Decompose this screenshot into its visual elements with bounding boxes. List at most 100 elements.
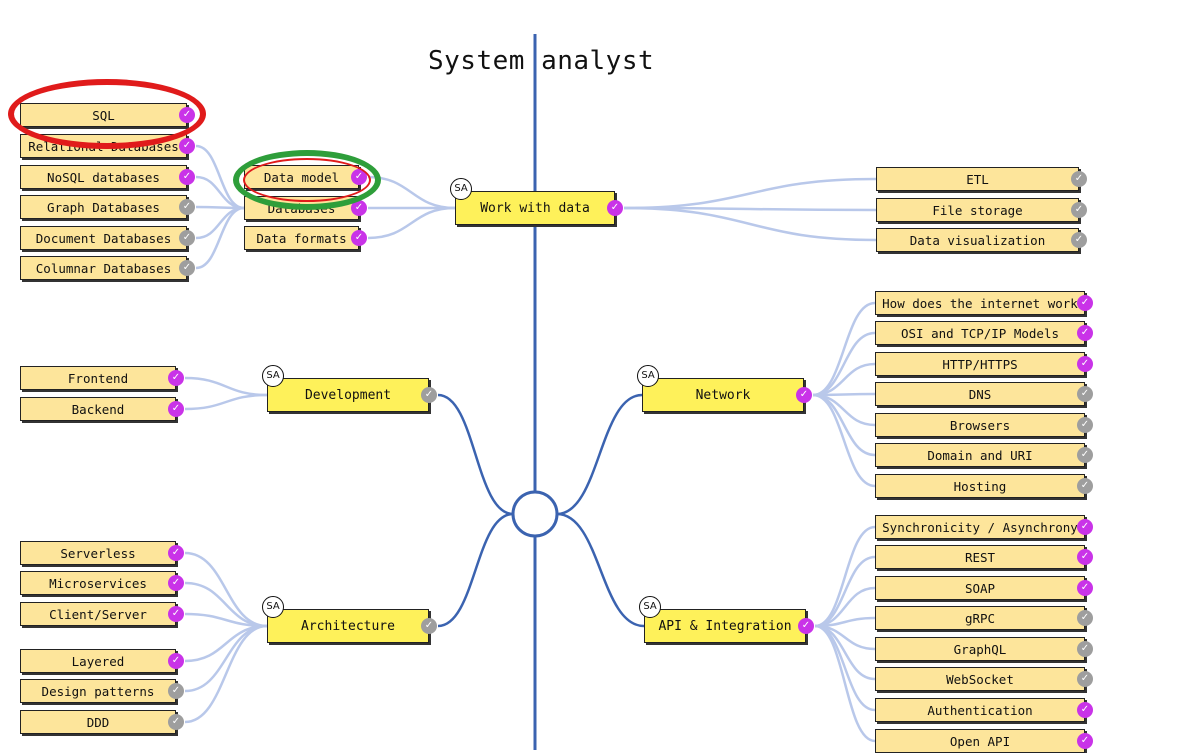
wire-layered	[184, 624, 268, 663]
check-done-icon[interactable]: ✓	[351, 169, 367, 185]
topic-grpc[interactable]: gRPC✓	[875, 606, 1093, 630]
node-label: Document Databases	[35, 230, 172, 246]
check-done-icon[interactable]: ✓	[1077, 356, 1093, 372]
check-done-icon[interactable]: ✓	[1077, 295, 1093, 311]
check-done-icon[interactable]: ✓	[607, 200, 623, 216]
check-done-icon[interactable]: ✓	[1077, 733, 1093, 749]
check-done-icon[interactable]: ✓	[796, 387, 812, 403]
node-label: Hosting	[953, 478, 1007, 494]
topic-nosql-databases[interactable]: NoSQL databases✓	[20, 165, 195, 189]
topic-serverless[interactable]: Serverless✓	[20, 541, 184, 565]
check-done-icon[interactable]: ✓	[351, 230, 367, 246]
topic-backend[interactable]: Backend✓	[20, 397, 184, 421]
check-pending-icon[interactable]: ✓	[179, 260, 195, 276]
topic-open-api[interactable]: Open API ✓	[875, 729, 1093, 753]
check-pending-icon[interactable]: ✓	[1071, 171, 1087, 187]
topic-websocket[interactable]: WebSocket✓	[875, 667, 1093, 691]
node-label: Design patterns	[41, 683, 155, 699]
node-label: REST	[964, 549, 996, 565]
topic-microservices[interactable]: Microservices✓	[20, 571, 184, 595]
topic-osi-tcp-ip[interactable]: OSI and TCP/IP Models ✓	[875, 321, 1093, 345]
check-pending-icon[interactable]: ✓	[1077, 671, 1093, 687]
check-done-icon[interactable]: ✓	[1077, 580, 1093, 596]
topic-data-visualization[interactable]: Data visualization✓	[876, 228, 1087, 252]
check-done-icon[interactable]: ✓	[168, 545, 184, 561]
check-done-icon[interactable]: ✓	[168, 606, 184, 622]
node-label: Open API	[949, 733, 1011, 749]
topic-relational-databases[interactable]: Relational Databases✓	[20, 134, 195, 158]
topic-sync-async[interactable]: Synchronicity / Asynchrony✓	[875, 515, 1093, 539]
section-architecture[interactable]: Architecture✓SA	[262, 596, 437, 643]
topic-browsers[interactable]: Browsers✓	[875, 413, 1093, 437]
topic-soap[interactable]: SOAP✓	[875, 576, 1093, 600]
check-done-icon[interactable]: ✓	[179, 107, 195, 123]
topic-file-storage[interactable]: File storage✓	[876, 198, 1087, 222]
node-label: DNS	[968, 386, 992, 402]
check-pending-icon[interactable]: ✓	[179, 199, 195, 215]
node-label: Databases	[267, 200, 336, 216]
check-pending-icon[interactable]: ✓	[1077, 417, 1093, 433]
check-done-icon[interactable]: ✓	[179, 138, 195, 154]
section-work-with-data[interactable]: Work with data✓SA	[450, 178, 623, 225]
check-pending-icon[interactable]: ✓	[1077, 386, 1093, 402]
section-api-integration[interactable]: API & Integration✓SA	[639, 596, 814, 643]
check-pending-icon[interactable]: ✓	[1077, 610, 1093, 626]
topic-data-model[interactable]: Data model✓	[244, 165, 367, 189]
topic-domain-uri[interactable]: Domain and URI✓	[875, 443, 1093, 467]
check-pending-icon[interactable]: ✓	[1071, 232, 1087, 248]
wire-data-visualization	[623, 206, 877, 242]
topic-graphql[interactable]: GraphQL✓	[875, 637, 1093, 661]
check-done-icon[interactable]: ✓	[168, 653, 184, 669]
topic-http-https[interactable]: HTTP/HTTPS✓	[875, 352, 1093, 376]
topic-authentication[interactable]: Authentication✓	[875, 698, 1093, 722]
check-done-icon[interactable]: ✓	[351, 200, 367, 216]
wire-hosting	[812, 393, 876, 488]
check-pending-icon[interactable]: ✓	[1077, 478, 1093, 494]
check-done-icon[interactable]: ✓	[168, 575, 184, 591]
check-done-icon[interactable]: ✓	[798, 618, 814, 634]
node-label: Network	[695, 387, 751, 403]
check-done-icon[interactable]: ✓	[179, 169, 195, 185]
check-pending-icon[interactable]: ✓	[168, 683, 184, 699]
sa-badge-icon: SA	[262, 365, 284, 387]
topic-etl[interactable]: ETL✓	[876, 167, 1087, 191]
node-label: Work with data	[480, 200, 590, 216]
check-pending-icon[interactable]: ✓	[179, 230, 195, 246]
node-label: How does the internet work	[882, 295, 1078, 311]
topic-client-server[interactable]: Client/Server✓	[20, 602, 184, 626]
topic-how-internet-works[interactable]: How does the internet work✓	[875, 291, 1093, 315]
wire-client-server	[184, 612, 268, 628]
topic-rest[interactable]: REST ✓	[875, 545, 1093, 569]
check-done-icon[interactable]: ✓	[168, 401, 184, 417]
check-pending-icon[interactable]: ✓	[421, 618, 437, 634]
topic-columnar-databases[interactable]: Columnar Databases✓	[20, 256, 195, 280]
topic-data-formats[interactable]: Data formats✓	[244, 226, 367, 250]
section-development[interactable]: Development✓SA	[262, 365, 437, 412]
sa-badge-icon: SA	[262, 596, 284, 618]
check-pending-icon[interactable]: ✓	[1077, 447, 1093, 463]
node-label: OSI and TCP/IP Models	[900, 325, 1060, 341]
check-done-icon[interactable]: ✓	[1077, 519, 1093, 535]
check-pending-icon[interactable]: ✓	[1077, 641, 1093, 657]
topic-document-databases[interactable]: Document Databases ✓	[20, 226, 195, 250]
topic-frontend[interactable]: Frontend✓	[20, 366, 184, 390]
topic-design-patterns[interactable]: Design patterns ✓	[20, 679, 184, 703]
topic-hosting[interactable]: Hosting ✓	[875, 474, 1093, 498]
wire-ddd	[184, 624, 268, 724]
check-pending-icon[interactable]: ✓	[1071, 202, 1087, 218]
topic-dns[interactable]: DNS ✓	[875, 382, 1093, 406]
check-done-icon[interactable]: ✓	[1077, 325, 1093, 341]
topic-ddd[interactable]: DDD✓	[20, 710, 184, 734]
check-done-icon[interactable]: ✓	[1077, 702, 1093, 718]
check-pending-icon[interactable]: ✓	[168, 714, 184, 730]
section-network[interactable]: Network✓SA	[637, 365, 812, 412]
topic-layered[interactable]: Layered✓	[20, 649, 184, 673]
check-pending-icon[interactable]: ✓	[421, 387, 437, 403]
topic-graph-databases[interactable]: Graph Databases✓	[20, 195, 195, 219]
topic-sql[interactable]: SQL✓	[20, 103, 195, 127]
wire-frontend	[184, 376, 268, 397]
check-done-icon[interactable]: ✓	[1077, 549, 1093, 565]
hub-link-api-integration	[556, 512, 645, 628]
check-done-icon[interactable]: ✓	[168, 370, 184, 386]
topic-databases[interactable]: Databases ✓	[244, 196, 367, 220]
